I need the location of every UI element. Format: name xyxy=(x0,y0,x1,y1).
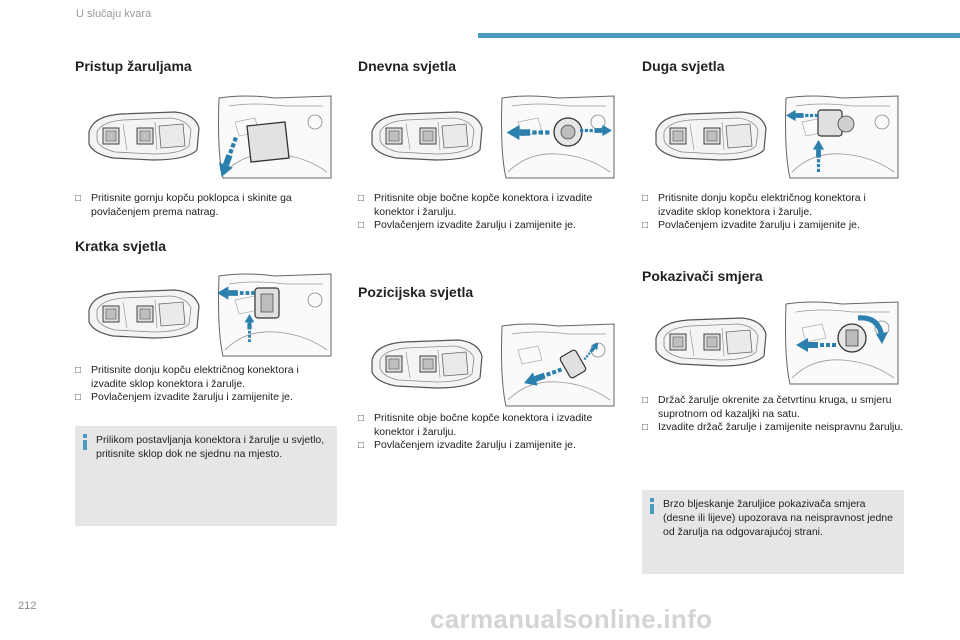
checkbox-bullet-icon: □ xyxy=(642,395,649,406)
heading-pristup-zaruljama: Pristup žaruljama xyxy=(75,58,192,74)
section-header-title: U slučaju kvara xyxy=(76,8,152,20)
step-item: □Držač žarulje okrenite za četvrtinu kru… xyxy=(642,394,892,420)
step-item: □Povlačenjem izvadite žarulju i zamijeni… xyxy=(358,439,576,451)
step-item: □Izvadite držač žarulje i zamijenite nei… xyxy=(642,421,904,433)
checkbox-bullet-icon: □ xyxy=(358,413,365,424)
steps-daytime-lights: □Pritisnite obje bočne kopče konektora i… xyxy=(358,192,620,233)
info-icon xyxy=(650,498,654,514)
section-header-bar xyxy=(478,33,960,38)
column-1: Pristup žaruljama □Pritisnite gornju kop… xyxy=(75,0,337,640)
checkbox-bullet-icon: □ xyxy=(358,440,365,451)
step-item: □Povlačenjem izvadite žarulju i zamijeni… xyxy=(75,391,293,403)
info-note-turn-signal: Brzo bljeskanje žaruljice pokazivača smj… xyxy=(642,490,904,574)
step-item: □Povlačenjem izvadite žarulju i zamijeni… xyxy=(358,219,576,231)
heading-duga-svjetla: Duga svjetla xyxy=(642,58,725,74)
checkbox-bullet-icon: □ xyxy=(358,220,365,231)
illustration-daytime-lights xyxy=(358,88,620,188)
checkbox-bullet-icon: □ xyxy=(75,193,82,204)
illustration-lamp-access xyxy=(75,88,337,188)
page-number: 212 xyxy=(18,600,37,612)
column-2: Dnevna svjetla □Pritisnite obje bočne ko… xyxy=(358,0,620,640)
illustration-position-lights xyxy=(358,316,620,416)
heading-pokazivaci-smjera: Pokazivači smjera xyxy=(642,268,763,284)
heading-dnevna-svjetla: Dnevna svjetla xyxy=(358,58,457,74)
info-note-text: Prilikom postavljanja konektora i žarulj… xyxy=(96,434,325,460)
illustration-turn-signals xyxy=(642,294,904,394)
illustration-high-beam xyxy=(642,88,904,188)
checkbox-bullet-icon: □ xyxy=(642,193,649,204)
illustration-low-beam xyxy=(75,266,337,366)
checkbox-bullet-icon: □ xyxy=(75,365,82,376)
checkbox-bullet-icon: □ xyxy=(642,422,649,433)
step-item: □Pritisnite donju kopču električnog kone… xyxy=(75,364,299,390)
info-icon xyxy=(83,434,87,450)
step-item: □Povlačenjem izvadite žarulju i zamijeni… xyxy=(642,219,860,231)
steps-turn-signals: □Držač žarulje okrenite za četvrtinu kru… xyxy=(642,394,904,435)
column-3: Duga svjetla □Pritisnite donju kopču ele… xyxy=(642,0,904,640)
steps-position-lights: □Pritisnite obje bočne kopče konektora i… xyxy=(358,412,620,453)
steps-low-beam: □Pritisnite donju kopču električnog kone… xyxy=(75,364,337,405)
checkbox-bullet-icon: □ xyxy=(75,392,82,403)
info-note-connector: Prilikom postavljanja konektora i žarulj… xyxy=(75,426,337,526)
watermark: carmanualsonline.info xyxy=(430,604,713,634)
steps-lamp-access: □Pritisnite gornju kopču poklopca i skin… xyxy=(75,192,337,219)
step-item: □Pritisnite donju kopču električnog kone… xyxy=(642,192,866,218)
checkbox-bullet-icon: □ xyxy=(358,193,365,204)
info-note-text: Brzo bljeskanje žaruljice pokazivača smj… xyxy=(663,498,893,538)
step-item: □Pritisnite obje bočne kopče konektora i… xyxy=(358,412,593,438)
heading-pozicijska-svjetla: Pozicijska svjetla xyxy=(358,284,474,300)
step-item: □Pritisnite gornju kopču poklopca i skin… xyxy=(75,192,292,218)
step-item: □Pritisnite obje bočne kopče konektora i… xyxy=(358,192,593,218)
steps-high-beam: □Pritisnite donju kopču električnog kone… xyxy=(642,192,904,233)
checkbox-bullet-icon: □ xyxy=(642,220,649,231)
heading-kratka-svjetla: Kratka svjetla xyxy=(75,238,167,254)
